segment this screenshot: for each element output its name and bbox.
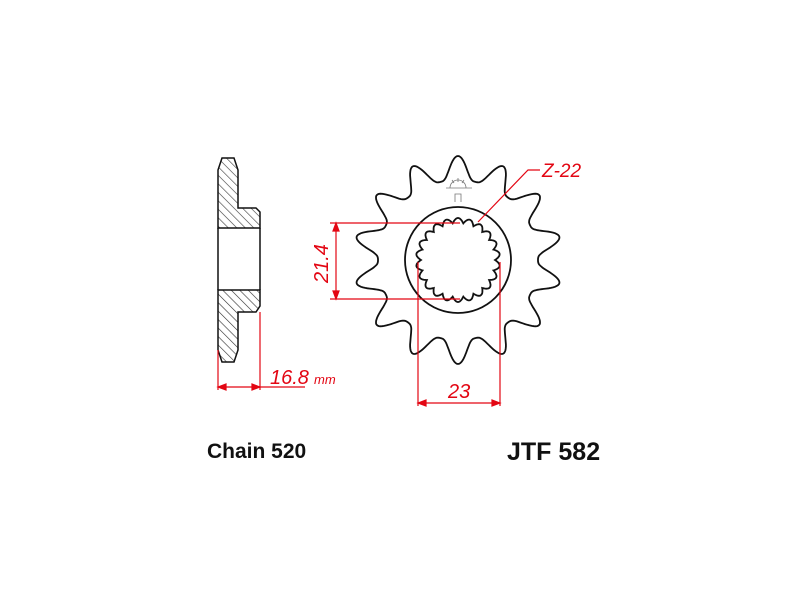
spline-bore (415, 217, 501, 303)
hub-circle (404, 206, 512, 314)
bore-height-label: 21.4 (311, 244, 333, 284)
teeth-count-label: Z-22 (541, 161, 582, 182)
logo-icon (446, 178, 472, 202)
side-lower-section (217, 289, 261, 363)
side-view (217, 157, 261, 363)
offset-unit-label: mm (314, 372, 336, 387)
dimension-lines (216, 169, 540, 407)
part-number: JTF 582 (507, 438, 601, 466)
chain-label: Chain 520 (207, 440, 307, 463)
offset-label: 16.8 (270, 367, 309, 389)
bore-width-label: 23 (447, 381, 470, 403)
side-upper-section (217, 157, 261, 229)
sprocket-outline (355, 155, 561, 365)
